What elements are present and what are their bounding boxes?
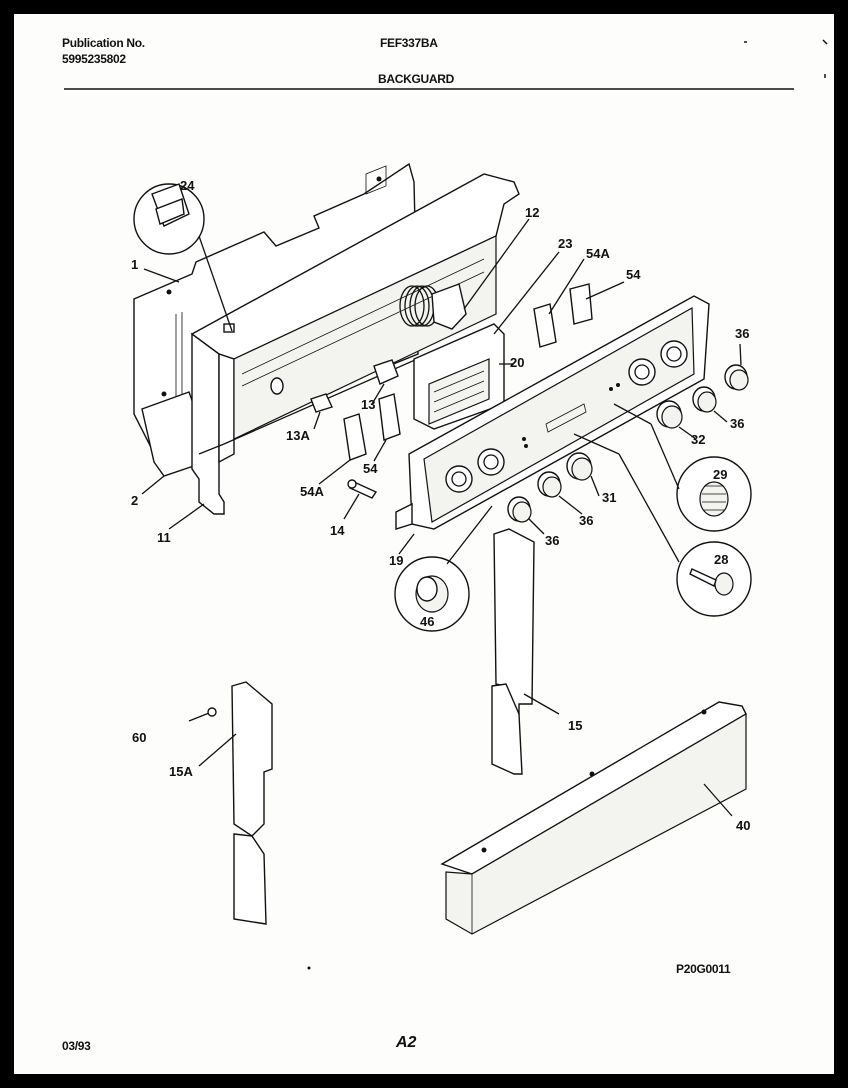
- callout-19: 19: [389, 553, 403, 568]
- side-trim-15: [491, 528, 535, 775]
- drawing-code: P20G0011: [676, 962, 731, 976]
- leader-lines: [141, 218, 742, 817]
- clock-timer: [413, 323, 505, 430]
- callout-28: 28: [714, 552, 728, 567]
- callout-46: 46: [420, 614, 434, 629]
- callout-15A: 15A: [169, 764, 193, 779]
- callout-24: 24: [180, 178, 195, 193]
- screw-60: [188, 707, 217, 722]
- detail-circle-28: [676, 541, 752, 617]
- right-switch-54: [569, 283, 593, 325]
- knob-32: [656, 400, 683, 429]
- callout-23: 23: [558, 236, 572, 251]
- callout-36-right-low: 36: [730, 416, 744, 431]
- callout-12: 12: [525, 205, 539, 220]
- model-number: FEF337BA: [380, 36, 438, 50]
- callout-11: 11: [157, 530, 171, 545]
- left-switch-54: [378, 393, 401, 441]
- callout-36-right-high: 36: [735, 326, 749, 341]
- callout-15: 15: [568, 718, 582, 733]
- relay-block: [310, 393, 333, 413]
- knob-36-left: [507, 496, 532, 523]
- detail-circle-24: [133, 183, 233, 332]
- callout-31: 31: [602, 490, 616, 505]
- detail-circle-46: [394, 556, 470, 632]
- section-title: BACKGUARD: [378, 72, 454, 86]
- detail-circle-29: [676, 456, 752, 532]
- callout-54A-left: 54A: [300, 484, 324, 499]
- knob-36-right-low: [692, 386, 717, 413]
- callout-32: 32: [691, 432, 705, 447]
- left-switch-54A: [343, 413, 367, 461]
- control-panel: [395, 295, 710, 530]
- connector-pin: [347, 479, 378, 499]
- right-switch-54A: [533, 303, 557, 348]
- knob-36-right-high: [724, 364, 749, 391]
- callout-54-left: 54: [363, 461, 378, 476]
- indicator-light: [373, 359, 399, 385]
- callout-1: 1: [131, 257, 138, 272]
- page-number: A2: [396, 1034, 417, 1051]
- publication-number: 5995235802: [62, 52, 126, 66]
- callout-29: 29: [713, 467, 727, 482]
- callout-54-right: 54: [626, 267, 641, 282]
- callout-20: 20: [510, 355, 524, 370]
- backguard-exploded-diagram: 24 1 2 11 12 23 54A 54 20 13 13A 54A 54 …: [64, 39, 828, 970]
- parts-diagram-sheet: Publication No. 5995235802 FEF337BA BACK…: [14, 14, 834, 1074]
- side-trim-15A: [231, 681, 273, 925]
- callout-2: 2: [131, 493, 138, 508]
- callout-54A-right: 54A: [586, 246, 610, 261]
- callout-13: 13: [361, 397, 375, 412]
- publication-label: Publication No.: [62, 36, 145, 50]
- footer-date: 03/93: [62, 1039, 91, 1053]
- callout-40: 40: [736, 818, 750, 833]
- callout-14: 14: [330, 523, 345, 538]
- callout-36-left: 36: [545, 533, 559, 548]
- switch-bracket: [431, 283, 467, 330]
- knob-31: [566, 452, 593, 481]
- callout-36-mid: 36: [579, 513, 593, 528]
- callout-60: 60: [132, 730, 146, 745]
- callout-13A: 13A: [286, 428, 310, 443]
- knob-36-mid: [537, 471, 562, 498]
- trim-bar-40: [440, 701, 747, 935]
